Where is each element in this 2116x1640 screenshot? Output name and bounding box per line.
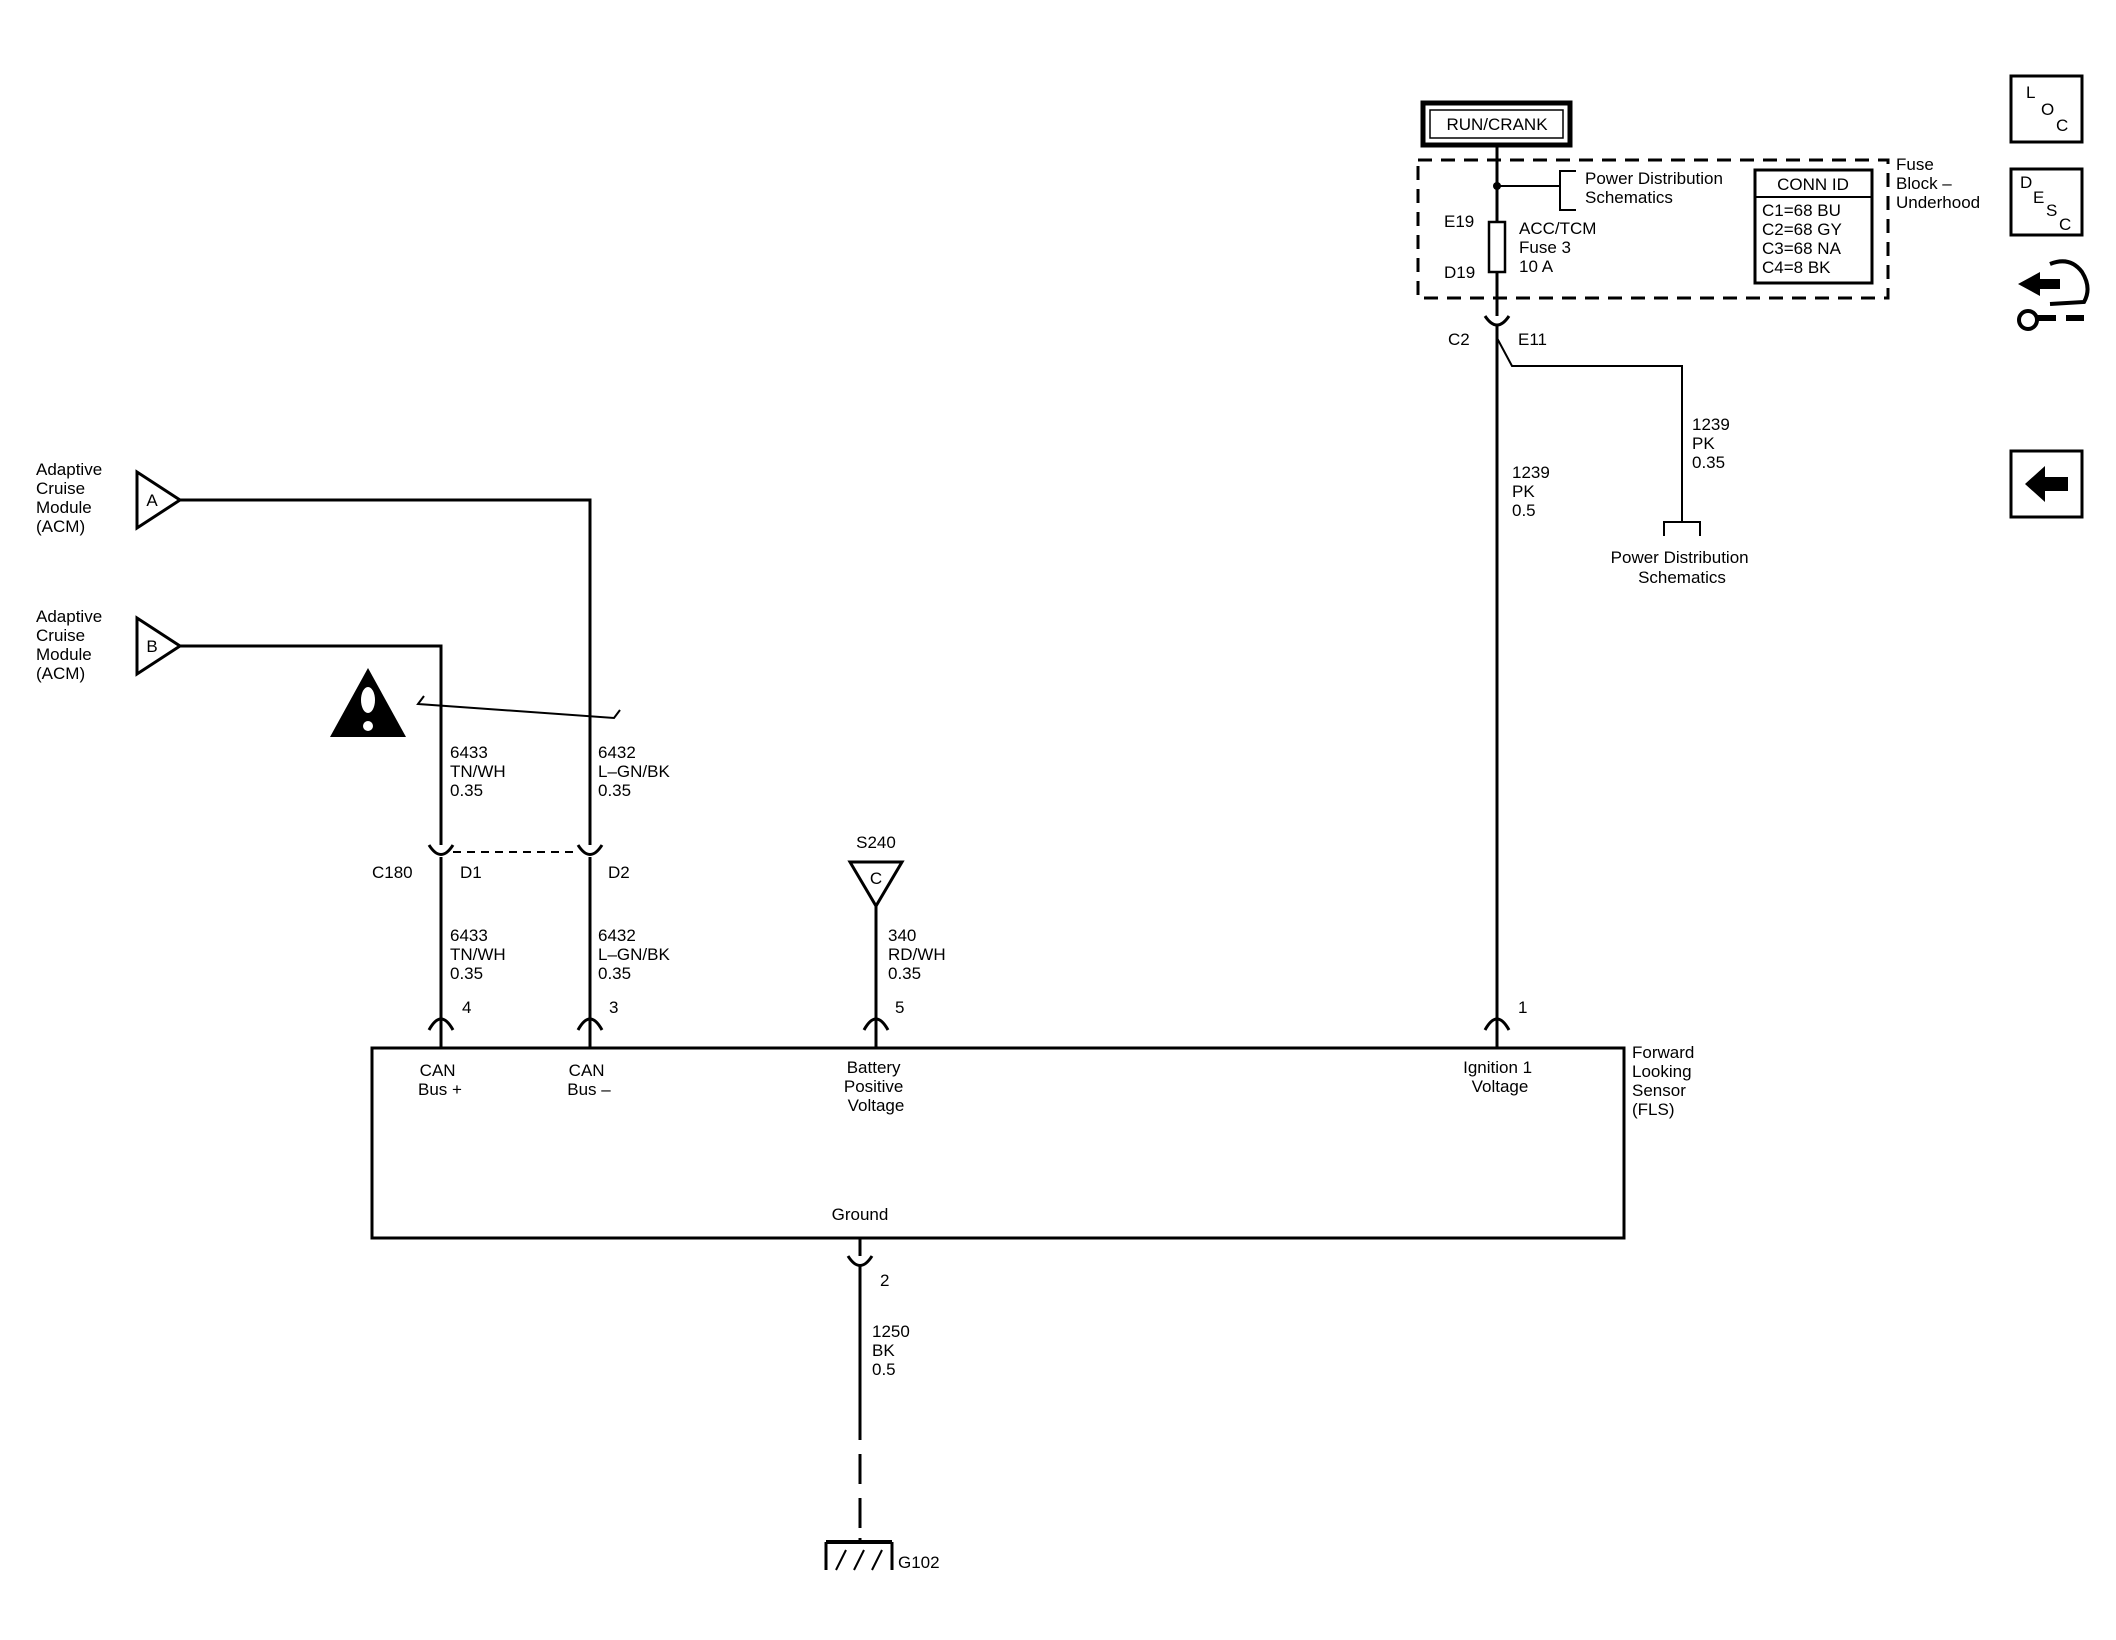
caution-icon[interactable] [330, 668, 406, 737]
splice-s240-letter: C [870, 869, 882, 888]
pin-2-number: 2 [880, 1271, 889, 1290]
ignition-pin-label: Ignition 1 Voltage [1463, 1058, 1537, 1096]
desc-letter-d: D [2020, 173, 2032, 192]
desc-letter-e: E [2033, 188, 2044, 207]
battery-wire-label: 340 RD/WH 0.35 [888, 926, 950, 983]
splice-s240-label: S240 [856, 833, 896, 852]
pin-1-connector [1483, 1017, 1511, 1031]
connector-c2-label: C2 [1448, 330, 1470, 349]
conn-id-header: CONN ID [1777, 175, 1849, 194]
conn-id-rows: C1=68 BU C2=68 GY C3=68 NA C4=8 BK [1762, 201, 1846, 277]
ground-g102-label: G102 [898, 1553, 940, 1572]
pin-3-number: 3 [609, 998, 618, 1017]
connector-c180-d2 [576, 844, 604, 856]
acm-b-letter: B [146, 637, 157, 656]
can-plus-wire-upper [180, 644, 443, 845]
desc-letter-c: C [2059, 215, 2071, 234]
pin-4-number: 4 [462, 998, 471, 1017]
pin-2-connector [846, 1255, 874, 1267]
can-minus-wire-upper [180, 498, 592, 845]
battery-pin-label: Battery Positive Voltage [844, 1058, 908, 1115]
twisted-pair-indicator [416, 695, 621, 720]
power-dist-ref[interactable]: Power Distribution Schematics [1585, 169, 1728, 207]
can-plus-pin-label: CAN Bus + [418, 1061, 462, 1099]
pin-5-number: 5 [895, 998, 904, 1017]
branch-dest-ref[interactable]: Power Distribution Schematics [1611, 548, 1754, 587]
ignition-wire-label: 1239 PK 0.5 [1512, 463, 1555, 520]
branch-wire-label: 1239 PK 0.35 [1692, 415, 1735, 472]
loc-letter-l: L [2026, 83, 2035, 102]
acm-reference-b[interactable]: Adaptive Cruise Module (ACM) B [36, 607, 183, 683]
pin-1-number: 1 [1518, 998, 1527, 1017]
power-source: RUN/CRANK [1420, 100, 1573, 148]
pin-3-connector [576, 1017, 604, 1031]
power-dist-bracket [1559, 170, 1576, 211]
pin-4-connector [427, 1017, 455, 1031]
branch-stub [1663, 521, 1701, 536]
can-minus-pin-label: CAN Bus – [567, 1061, 611, 1099]
fuse-top-pin: E19 [1444, 212, 1474, 231]
desc-button[interactable]: D E S C [2009, 167, 2084, 237]
conn-id-table: CONN ID C1=68 BU C2=68 GY C3=68 NA C4=8 … [1753, 168, 1874, 285]
loc-button[interactable]: L O C [2009, 74, 2084, 144]
pin-5-connector [862, 1017, 890, 1031]
branch-wire [1496, 337, 1683, 522]
connector-c2-e11 [1483, 315, 1511, 327]
connector-c180-label: C180 [372, 863, 413, 882]
fls-module-name: Forward Looking Sensor (FLS) [1632, 1043, 1699, 1119]
acm-reference-a[interactable]: Adaptive Cruise Module (ACM) A [36, 460, 183, 536]
power-source-label: RUN/CRANK [1446, 115, 1548, 134]
ground-wire-label: 1250 BK 0.5 [872, 1322, 915, 1379]
service-hand-wrench-icon[interactable] [2017, 259, 2090, 331]
fuse-symbol [1487, 220, 1507, 274]
connector-e11-pin: E11 [1518, 330, 1547, 349]
can-plus-upper-label: 6433 TN/WH 0.35 [450, 743, 510, 800]
can-minus-lower-label: 6432 L–GN/BK 0.35 [598, 926, 675, 983]
fuse-label: ACC/TCM Fuse 3 10 A [1519, 219, 1601, 276]
loc-letter-c: C [2056, 116, 2068, 135]
back-arrow-icon [2025, 466, 2068, 502]
fuse-block-label: Fuse Block – Underhood [1896, 155, 1980, 212]
connector-c180-d1 [427, 844, 455, 856]
fls-module-box [370, 1046, 1626, 1240]
fuse-bottom-pin: D19 [1444, 263, 1475, 282]
acm-a-letter: A [146, 491, 158, 510]
ground-g102-icon [824, 1538, 894, 1571]
splice-s240[interactable]: S240 C [847, 833, 905, 909]
connector-d1-pin: D1 [460, 863, 482, 882]
loc-letter-o: O [2041, 100, 2054, 119]
acm-a-label: Adaptive Cruise Module (ACM) [36, 460, 107, 536]
back-arrow-button[interactable] [2009, 449, 2084, 519]
connector-d2-pin: D2 [608, 863, 630, 882]
desc-letter-s: S [2046, 201, 2057, 220]
fuse-block-underhood: Fuse Block – Underhood [1416, 155, 1980, 300]
acm-b-label: Adaptive Cruise Module (ACM) [36, 607, 107, 683]
ground-pin-label: Ground [832, 1205, 889, 1224]
can-minus-upper-label: 6432 L–GN/BK 0.35 [598, 743, 675, 800]
can-plus-lower-label: 6433 TN/WH 0.35 [450, 926, 510, 983]
